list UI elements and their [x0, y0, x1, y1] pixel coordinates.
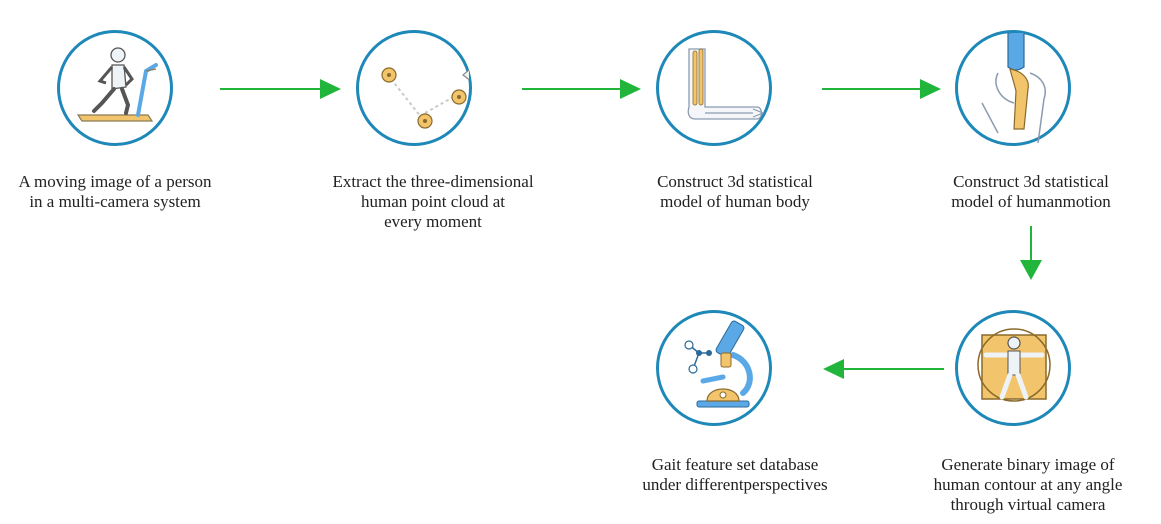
step-3-label: Construct 3d statistical model of human …: [657, 172, 813, 211]
step-4-circle: [955, 30, 1071, 146]
knee-joint-icon: [981, 33, 1046, 143]
point-cloud-icon: [381, 67, 469, 129]
arm-bones-icon: [687, 48, 765, 120]
arrow-2-to-3: [522, 79, 641, 99]
microscope-icon: [684, 320, 753, 408]
step-5-label: Generate binary image of human contour a…: [933, 455, 1123, 514]
arrow-1-to-2: [220, 79, 341, 99]
step-3-circle: [656, 30, 772, 146]
arrow-5-to-6: [823, 359, 944, 379]
step-1-label: A moving image of a person in a multi-ca…: [18, 172, 212, 211]
step-5-circle: [955, 310, 1071, 426]
vitruvian-man-icon: [977, 328, 1051, 402]
step-2-circle: [356, 30, 472, 146]
step-6-circle: [656, 310, 772, 426]
arrow-3-to-4: [822, 79, 941, 99]
arrow-4-to-5: [1020, 226, 1042, 280]
treadmill-runner-icon: [76, 47, 158, 122]
step-4-label: Construct 3d statistical model of humanm…: [951, 172, 1111, 211]
step-1-circle: [57, 30, 173, 146]
step-2-label: Extract the three-dimensional human poin…: [332, 172, 534, 231]
step-6-label: Gait feature set database under differen…: [642, 455, 828, 494]
